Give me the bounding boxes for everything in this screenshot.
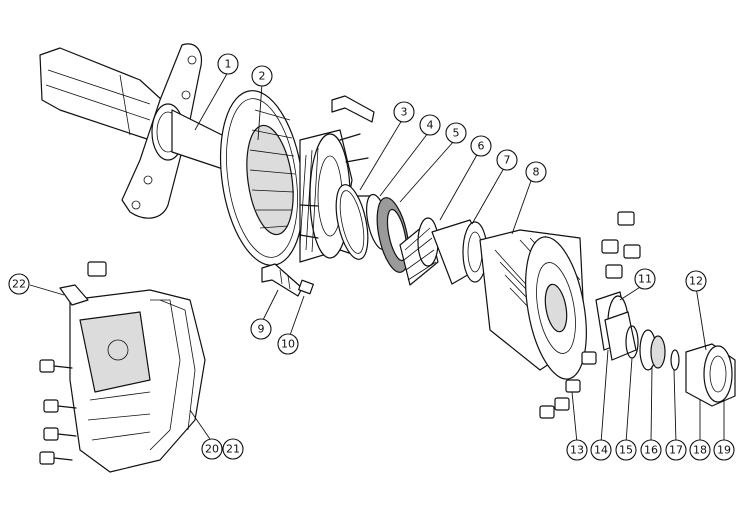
callout-2: 2 (251, 65, 273, 87)
callout-13: 13 (566, 439, 588, 461)
svg-text:7: 7 (504, 154, 511, 167)
callout-1: 1 (217, 53, 239, 75)
callout-12: 12 (685, 270, 707, 292)
axle-spindle-drawing (39, 43, 251, 219)
callout-8: 8 (525, 161, 547, 183)
callout-18: 18 (689, 439, 711, 461)
svg-text:4: 4 (427, 119, 434, 132)
callout-14: 14 (590, 439, 612, 461)
svg-text:20: 20 (205, 443, 219, 456)
svg-text:22: 22 (12, 278, 26, 291)
svg-text:14: 14 (594, 444, 608, 457)
svg-text:1: 1 (225, 58, 232, 71)
svg-text:15: 15 (619, 444, 633, 457)
callout-10: 10 (277, 333, 299, 355)
callout-21: 21 (222, 438, 244, 460)
callout-6: 6 (470, 135, 492, 157)
svg-text:5: 5 (453, 127, 460, 140)
hub-drum-drawing (479, 229, 587, 380)
svg-text:10: 10 (281, 338, 295, 351)
callout-20: 20 (201, 438, 223, 460)
hub-cap-drawing (685, 343, 736, 407)
svg-text:21: 21 (226, 443, 240, 456)
callout-9: 9 (250, 318, 272, 340)
callout-4: 4 (419, 114, 441, 136)
callout-3: 3 (393, 101, 415, 123)
svg-text:17: 17 (669, 444, 683, 457)
svg-text:12: 12 (689, 275, 703, 288)
svg-text:13: 13 (570, 444, 584, 457)
callout-11: 11 (634, 268, 656, 290)
svg-text:16: 16 (644, 444, 658, 457)
svg-text:19: 19 (717, 444, 731, 457)
stud-nut-drawing (298, 279, 314, 295)
brake-rotor-drawing (219, 90, 305, 266)
svg-text:9: 9 (258, 323, 265, 336)
caliper-bolts-drawing (39, 261, 107, 465)
callout-15: 15 (615, 439, 637, 461)
svg-text:11: 11 (638, 273, 652, 286)
svg-text:3: 3 (401, 106, 408, 119)
leader-lines (29, 71, 725, 444)
bearing-race-drawing (431, 219, 491, 285)
callout-5: 5 (445, 122, 467, 144)
callout-7: 7 (496, 149, 518, 171)
outer-bearing-drawing (595, 291, 637, 361)
svg-text:8: 8 (533, 166, 540, 179)
brake-caliper-drawing (69, 289, 206, 473)
callout-22: 22 (8, 273, 30, 295)
callout-19: 19 (713, 439, 735, 461)
spindle-washers-drawing (625, 325, 680, 371)
callout-17: 17 (665, 439, 687, 461)
lug-nuts-bottom-drawing (539, 351, 597, 419)
lug-nuts-top-drawing (601, 211, 641, 279)
svg-text:2: 2 (259, 70, 266, 83)
callout-16: 16 (640, 439, 662, 461)
retaining-rings-drawing (335, 184, 390, 260)
svg-text:18: 18 (693, 444, 707, 457)
wheel-stud-drawing (261, 95, 375, 297)
inner-bearing-drawing (399, 217, 439, 286)
svg-text:6: 6 (478, 140, 485, 153)
